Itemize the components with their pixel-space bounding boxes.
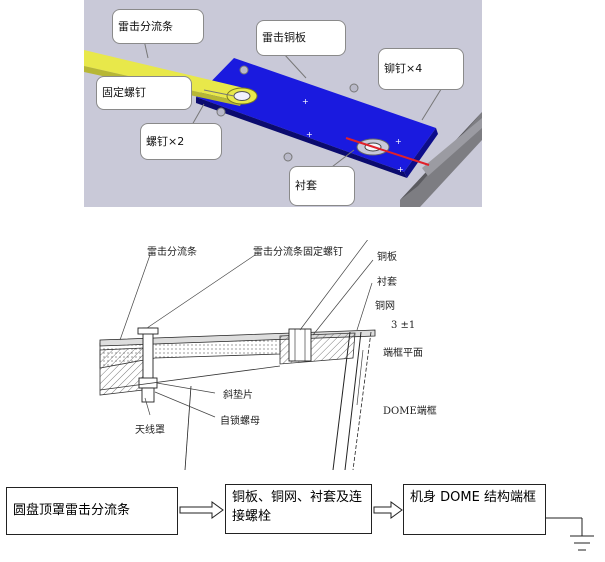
flow-arrow-2: [373, 501, 403, 519]
svg-text:+: +: [306, 130, 313, 139]
flow-box-copper: 铜板、铜网、衬套及连接螺栓: [225, 484, 372, 534]
label-copper-mesh: 铜网: [375, 301, 395, 312]
callout-diverter-strip: 雷击分流条: [112, 9, 204, 44]
svg-text:+: +: [397, 165, 404, 174]
label-washer: 斜垫片: [223, 390, 253, 401]
flow-box-frame: 机身 DOME 结构端框: [403, 484, 546, 535]
label-bushing: 衬套: [377, 277, 397, 288]
label-copper-plate: 铜板: [377, 252, 397, 263]
label-radome: 天线罩: [135, 425, 165, 436]
section-drawing-lines: [99, 237, 376, 471]
label-diverter-strip: 雷击分流条: [147, 247, 197, 258]
flow-box-copper-text: 铜板、铜网、衬套及连接螺栓: [232, 490, 363, 524]
flow-box-diverter: 圆盘顶罩雷击分流条: [6, 487, 178, 535]
label-gap: 3 ±1: [391, 320, 416, 331]
callout-screw: 螺钉×2: [140, 123, 222, 160]
flow-arrow-1: [179, 501, 224, 519]
svg-text:+: +: [395, 137, 402, 146]
lightning-plate-render: + + + + 雷击分流条 雷击铜板 铆钉×4 固定螺钉 螺钉×2 衬套: [84, 0, 482, 207]
ground-icon: [546, 517, 594, 551]
flow-box-frame-text: 机身 DOME 结构端框: [410, 490, 536, 505]
svg-text:+: +: [302, 97, 309, 106]
section-drawing: 雷击分流条 雷击分流条固定螺钉 铜板 衬套 铜网 3 ±1 端框平面 斜垫片 自…: [95, 237, 495, 471]
flow-box-diverter-text: 圆盘顶罩雷击分流条: [13, 502, 131, 518]
callout-rivet: 铆钉×4: [378, 48, 464, 90]
label-dome-frame: DOME端框: [383, 406, 437, 417]
callout-copper-plate: 雷击铜板: [256, 20, 346, 56]
label-strip-screw: 雷击分流条固定螺钉: [253, 247, 343, 258]
label-frame-plane: 端框平面: [383, 348, 423, 359]
callout-fixing-screw: 固定螺钉: [96, 76, 192, 110]
label-nut: 自锁螺母: [220, 416, 260, 427]
callout-bushing: 衬套: [289, 166, 355, 206]
